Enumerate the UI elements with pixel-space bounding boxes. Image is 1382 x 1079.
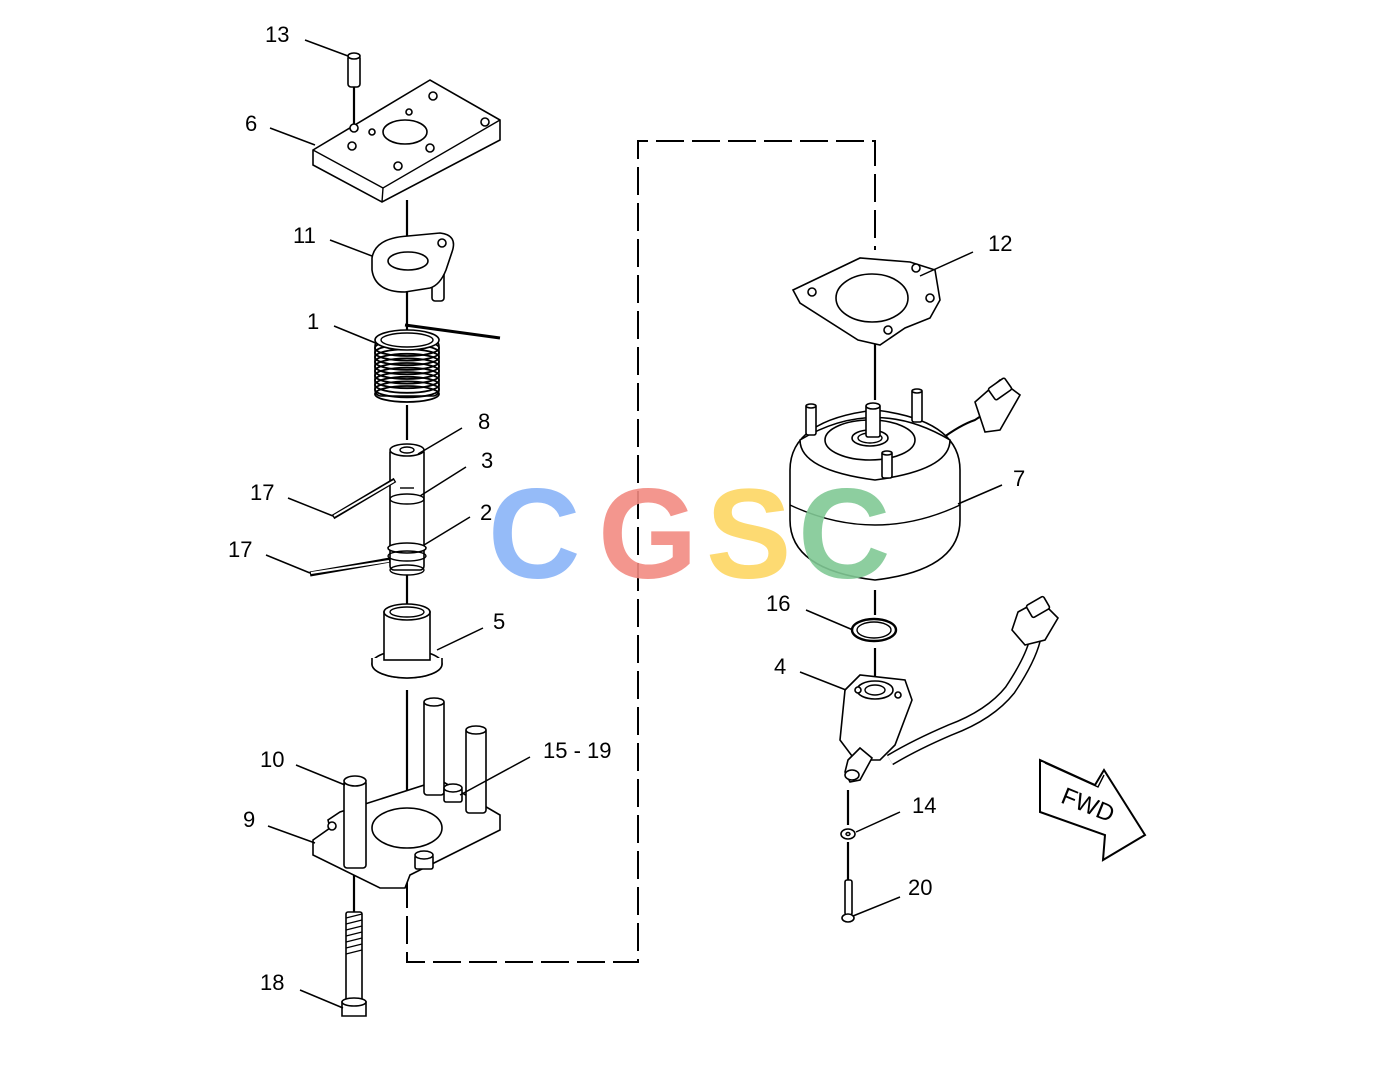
spring-coil	[374, 352, 440, 371]
callout-13: 13	[265, 22, 289, 47]
part-5-flanged-sleeve	[371, 603, 443, 679]
callout-9: 9	[243, 807, 255, 832]
right-assembly-axis	[846, 340, 877, 880]
fwd-arrow: FWD	[1039, 758, 1147, 862]
callout-1: 1	[307, 309, 319, 334]
watermark: C G S C	[488, 463, 890, 606]
bolt-thread	[345, 937, 363, 943]
part-12-gasket	[791, 257, 941, 346]
callout-17-upper: 17	[250, 480, 274, 505]
leader-lines	[265, 39, 1003, 1009]
callout-3: 3	[481, 448, 493, 473]
callout-labels: 13 6 11 1 8 3 2 17 17 5 15 - 19 10 9 18 …	[228, 22, 1025, 995]
callout-15-19: 15 - 19	[543, 738, 612, 763]
callout-5: 5	[493, 609, 505, 634]
watermark-letter-2: G	[598, 463, 698, 606]
bolt-thread	[345, 943, 363, 949]
bolt-thread	[345, 925, 363, 931]
callout-6: 6	[245, 111, 257, 136]
part-1-torsion-spring	[374, 323, 501, 403]
spring-coil	[374, 362, 440, 380]
part-17-pin-lower	[309, 557, 391, 577]
spring-coil	[374, 371, 440, 390]
spring-coil	[374, 366, 440, 385]
part-14-washer	[840, 828, 856, 840]
callout-7: 7	[1013, 466, 1025, 491]
spring-coil	[374, 380, 440, 399]
part-18-bolt	[341, 911, 367, 1017]
part-7-motor-housing	[789, 377, 1022, 581]
part-6-mounting-plate	[312, 79, 501, 203]
bolt-thread	[345, 913, 363, 919]
spring-coil	[374, 375, 440, 394]
bolt-thread	[345, 931, 363, 937]
watermark-letter-1: C	[488, 463, 580, 606]
callout-14: 14	[912, 793, 936, 818]
bolt-thread	[345, 919, 363, 925]
watermark-letter-3: S	[706, 463, 791, 606]
callout-10: 10	[260, 747, 284, 772]
callout-4: 4	[774, 654, 786, 679]
callout-11: 11	[293, 223, 316, 248]
callout-16: 16	[766, 591, 790, 616]
connection-dashed-line	[406, 140, 876, 963]
callout-20: 20	[908, 875, 932, 900]
watermark-letter-4: C	[798, 463, 890, 606]
callout-2: 2	[480, 500, 492, 525]
part-10-spacer	[343, 775, 367, 869]
part-16-o-ring	[850, 617, 898, 643]
callout-12: 12	[988, 231, 1012, 256]
part-11-flange-bushing	[371, 232, 455, 302]
spring-coil	[374, 385, 440, 403]
callout-8: 8	[478, 409, 490, 434]
part-17-pin-upper	[331, 477, 397, 520]
part-20-screw	[841, 879, 855, 923]
bolt-thread	[345, 949, 363, 955]
spring-coil	[374, 357, 440, 376]
callout-17-lower: 17	[228, 537, 252, 562]
part-4-sensor	[839, 595, 1060, 783]
callout-18: 18	[260, 970, 284, 995]
part-13-pin	[347, 52, 361, 88]
part-8-shaft	[387, 443, 427, 576]
